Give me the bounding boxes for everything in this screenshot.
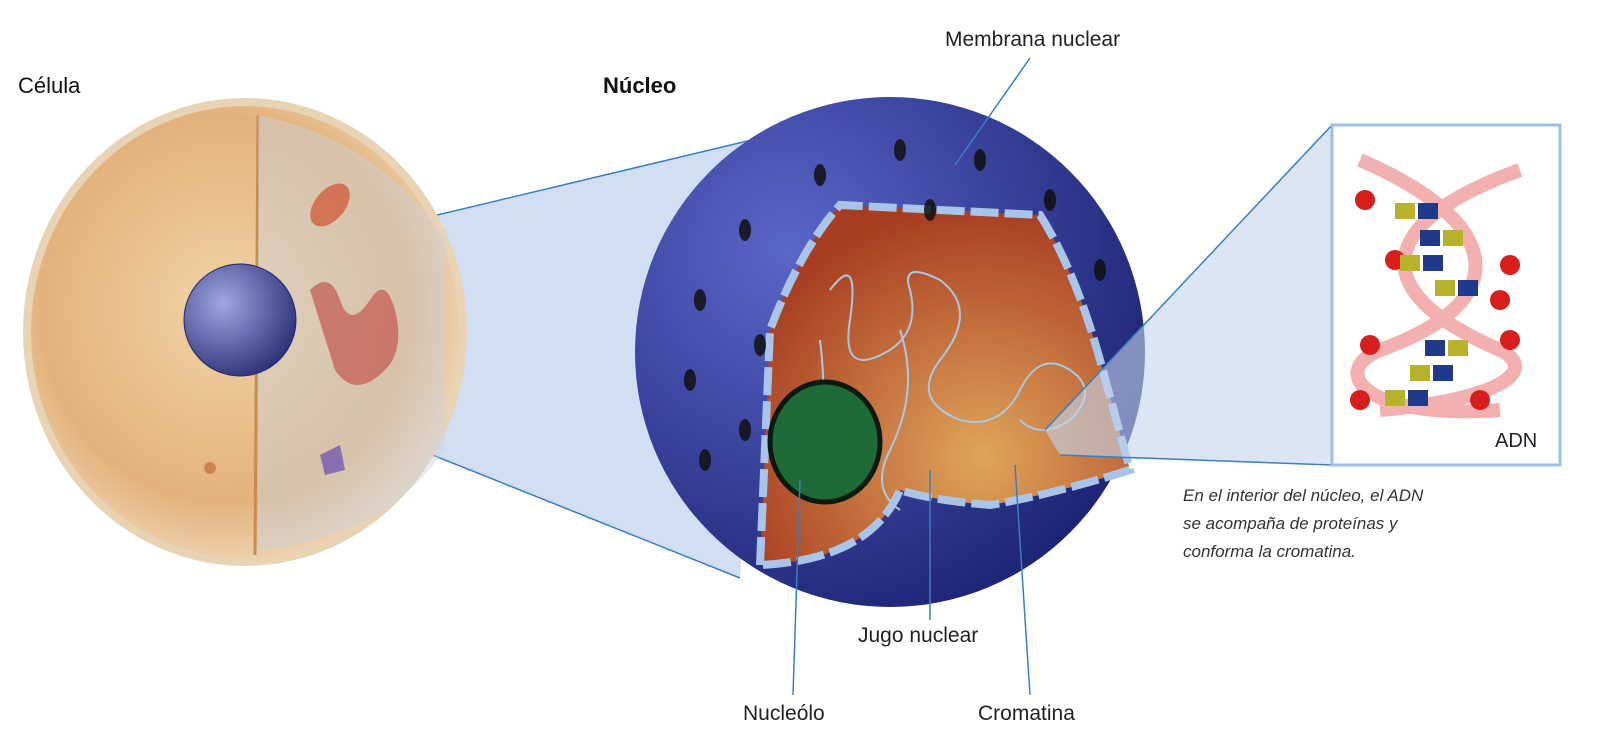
nucleus-title: Núcleo — [603, 73, 677, 98]
cell-nucleus — [184, 264, 296, 376]
nucleus-illustration — [635, 97, 1145, 607]
label-nuclear-sap: Jugo nuclear — [858, 624, 979, 647]
label-nucleolus: Nucleólo — [743, 702, 825, 725]
nucleolus — [767, 379, 883, 505]
cell-illustration — [23, 98, 467, 566]
caption-line: En el interior del núcleo, el ADN — [1183, 486, 1424, 505]
label-chromatin: Cromatina — [978, 702, 1075, 725]
caption-line: se acompaña de proteínas y — [1183, 514, 1398, 533]
cell-title: Célula — [18, 73, 81, 98]
label-nuclear-membrane: Membrana nuclear — [945, 28, 1121, 51]
label-dna: ADN — [1495, 430, 1538, 452]
caption-line: conforma la cromatina. — [1183, 542, 1356, 561]
dna-helix — [1350, 153, 1523, 419]
caption: En el interior del núcleo, el ADN se aco… — [1183, 482, 1503, 566]
leader-lines — [792, 57, 1031, 696]
